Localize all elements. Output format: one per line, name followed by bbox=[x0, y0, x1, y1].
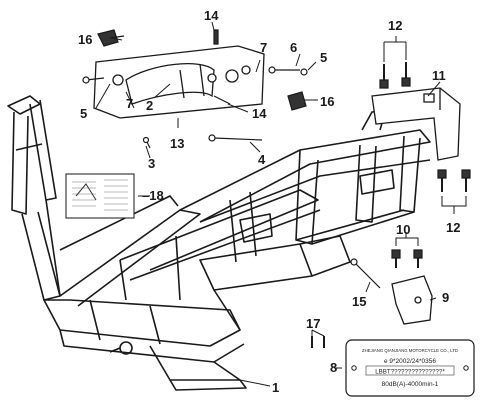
callout-6: 6 bbox=[290, 40, 297, 55]
callout-17: 17 bbox=[306, 316, 320, 331]
leader-lines bbox=[95, 21, 467, 387]
callout-12-bottom: 12 bbox=[446, 220, 460, 235]
callout-5-right: 5 bbox=[320, 50, 327, 65]
callout-1: 1 bbox=[272, 380, 279, 395]
info-label-sticker bbox=[65, 173, 135, 219]
callout-16-left: 16 bbox=[78, 32, 92, 47]
callout-13: 13 bbox=[170, 136, 184, 151]
callout-9: 9 bbox=[442, 290, 449, 305]
callout-numbers: 1 2 3 4 5 5 6 7 7 8 9 10 11 12 12 13 14 … bbox=[78, 8, 460, 395]
nameplate-line-1: ZHEJIANG QIANJIANG MOTORCYCLE CO., LTD bbox=[362, 348, 458, 353]
callout-14-lower: 14 bbox=[252, 106, 267, 121]
callout-7-left: 7 bbox=[126, 96, 133, 111]
callout-11: 11 bbox=[432, 68, 446, 83]
callout-2: 2 bbox=[146, 98, 153, 113]
callout-5-left: 5 bbox=[80, 106, 87, 121]
callout-8: 8 bbox=[330, 360, 337, 375]
callout-18: –18 bbox=[142, 188, 164, 203]
main-frame bbox=[7, 95, 431, 391]
callout-4: 4 bbox=[258, 152, 266, 167]
callout-10: 10 bbox=[396, 222, 410, 237]
vin-nameplate: ZHEJIANG QIANJIANG MOTORCYCLE CO., LTD e… bbox=[345, 339, 475, 397]
callout-15: 15 bbox=[352, 294, 366, 309]
nameplate-line-3: LBBT???????????????* bbox=[375, 369, 445, 376]
callout-7-right: 7 bbox=[260, 40, 267, 55]
callout-3: 3 bbox=[148, 156, 155, 171]
stand-bracket bbox=[391, 275, 433, 325]
rear-bracket bbox=[371, 87, 461, 161]
callout-14-top: 14 bbox=[204, 8, 219, 23]
fasteners bbox=[82, 29, 471, 348]
nameplate-line-2: e 9*2002/24*0356 bbox=[384, 358, 436, 365]
callout-12-top: 12 bbox=[388, 18, 402, 33]
callout-16-right: 16 bbox=[320, 94, 334, 109]
nameplate-line-4: 80dB(A)-4000min-1 bbox=[382, 381, 439, 388]
